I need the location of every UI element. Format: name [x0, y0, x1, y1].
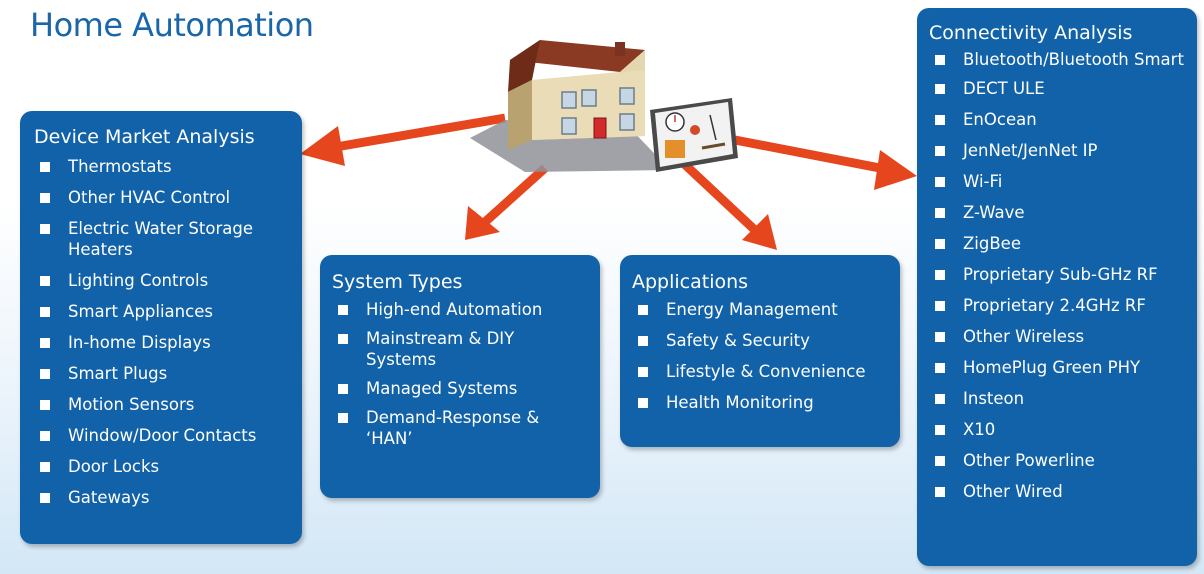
system-types-heading: System Types	[332, 271, 463, 293]
list-item: Smart Appliances	[34, 301, 290, 322]
page-title: Home Automation	[30, 6, 314, 44]
device-market-list: Thermostats Other HVAC Control Electric …	[34, 156, 290, 508]
list-item: Other Powerline	[929, 450, 1187, 471]
list-item: Bluetooth/Bluetooth Smart	[929, 49, 1187, 70]
list-item: Gateways	[34, 487, 290, 508]
list-item: DECT ULE	[929, 78, 1187, 99]
list-item: Thermostats	[34, 156, 290, 177]
list-item: HomePlug Green PHY	[929, 357, 1187, 378]
list-item: Lighting Controls	[34, 270, 290, 291]
list-item: Other Wireless	[929, 326, 1187, 347]
list-item: Health Monitoring	[632, 392, 888, 413]
system-types-panel: System Types High-end Automation Mainstr…	[320, 255, 600, 498]
list-item: Mainstream & DIY Systems	[332, 328, 588, 370]
connectivity-heading: Connectivity Analysis	[929, 22, 1133, 44]
arrow-to-applications	[676, 156, 777, 250]
list-item: Electric Water Storage Heaters	[34, 218, 290, 260]
arrow-to-system-types	[465, 164, 549, 240]
list-item: Proprietary Sub-GHz RF	[929, 264, 1187, 285]
list-item: High-end Automation	[332, 299, 588, 320]
arrow-to-connectivity	[734, 135, 917, 190]
arrow-to-device-market	[300, 113, 506, 166]
list-item: Proprietary 2.4GHz RF	[929, 295, 1187, 316]
list-item: Wi-Fi	[929, 171, 1187, 192]
list-item: Motion Sensors	[34, 394, 290, 415]
connectivity-analysis-panel: Connectivity Analysis Bluetooth/Bluetoot…	[917, 8, 1197, 566]
list-item: Lifestyle & Convenience	[632, 361, 888, 382]
applications-list: Energy Management Safety & Security Life…	[632, 299, 888, 413]
list-item: Safety & Security	[632, 330, 888, 351]
applications-heading: Applications	[632, 271, 749, 293]
device-market-heading: Device Market Analysis	[34, 126, 255, 148]
list-item: Door Locks	[34, 456, 290, 477]
list-item: Managed Systems	[332, 378, 588, 399]
list-item: Smart Plugs	[34, 363, 290, 384]
list-item: ZigBee	[929, 233, 1187, 254]
list-item: Z-Wave	[929, 202, 1187, 223]
in-home-display-illustration	[650, 98, 738, 172]
applications-panel: Applications Energy Management Safety & …	[620, 255, 900, 447]
list-item: Demand-Response & ‘HAN’	[332, 407, 588, 449]
list-item: Insteon	[929, 388, 1187, 409]
list-item: Other HVAC Control	[34, 187, 290, 208]
device-market-analysis-panel: Device Market Analysis Thermostats Other…	[20, 111, 302, 544]
system-types-list: High-end Automation Mainstream & DIY Sys…	[332, 299, 588, 449]
list-item: EnOcean	[929, 109, 1187, 130]
list-item: Other Wired	[929, 481, 1187, 502]
list-item: Energy Management	[632, 299, 888, 320]
house-illustration	[470, 40, 738, 172]
list-item: Window/Door Contacts	[34, 425, 290, 446]
list-item: X10	[929, 419, 1187, 440]
list-item: In-home Displays	[34, 332, 290, 353]
list-item: JenNet/JenNet IP	[929, 140, 1187, 161]
connectivity-list: Bluetooth/Bluetooth Smart DECT ULE EnOce…	[929, 49, 1187, 502]
